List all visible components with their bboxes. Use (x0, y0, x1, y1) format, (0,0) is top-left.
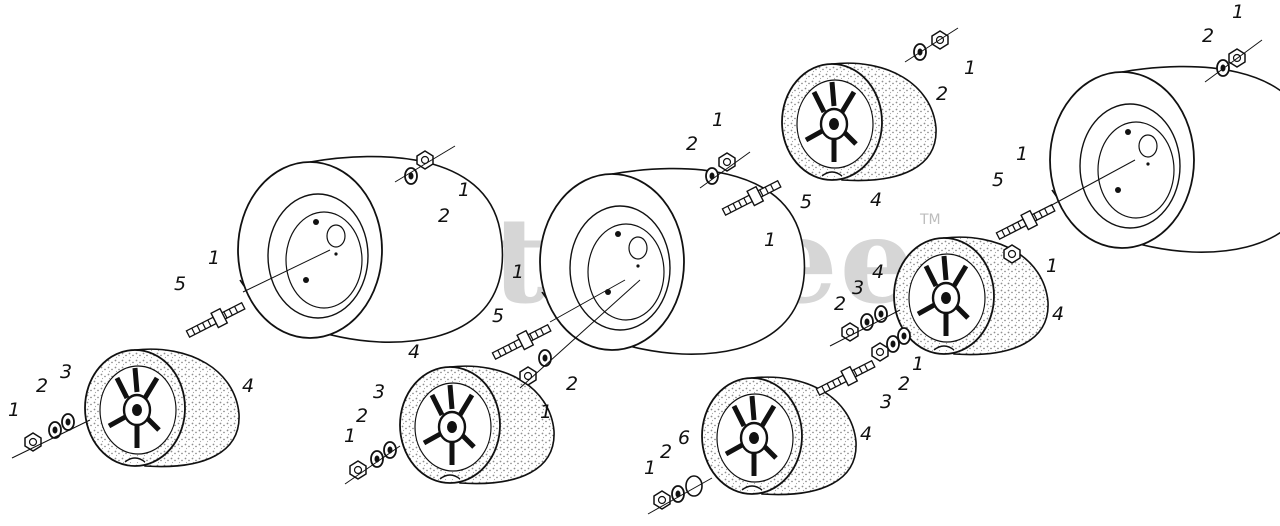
callout-label: 2 (660, 441, 672, 463)
callout-label: 2 (936, 83, 948, 105)
callout-label: 1 (712, 109, 724, 131)
callout-label: 1 (964, 57, 976, 79)
weight-bottom (702, 377, 856, 494)
nut-middle-bottom (349, 460, 367, 480)
callout-label: 1 (1232, 1, 1244, 23)
leader-line (829, 309, 901, 347)
callout-label: 5 (492, 305, 504, 327)
leader-line (242, 249, 331, 293)
washer-right-stud-flat (897, 327, 911, 345)
leader-line (904, 27, 959, 63)
callout-label: 2 (834, 293, 846, 315)
bolt-bottom (813, 356, 878, 400)
callout-label: 1 (1046, 255, 1058, 277)
callout-label: 4 (242, 375, 254, 397)
callout-label: 1 (458, 179, 470, 201)
leader-line (549, 279, 626, 323)
tire-middle (539, 167, 806, 356)
callout-label: 4 (408, 341, 420, 363)
callout-label: 3 (373, 381, 385, 403)
callout-label: 2 (566, 373, 578, 395)
callout-label: 2 (356, 405, 368, 427)
callout-label: 5 (992, 169, 1004, 191)
callout-label: 4 (860, 423, 872, 445)
callout-label: 5 (800, 191, 812, 213)
callout-label: 5 (174, 273, 186, 295)
callout-label: 2 (1202, 25, 1214, 47)
callout-label: 3 (880, 391, 892, 413)
callout-label: 1 (8, 399, 20, 421)
washer-right-top (1216, 59, 1230, 77)
callout-label: 1 (644, 457, 656, 479)
callout-label: 2 (898, 373, 910, 395)
leader-line (394, 145, 456, 183)
callout-label: 4 (872, 261, 884, 283)
callout-label: 1 (208, 247, 220, 269)
leader-line (344, 445, 401, 485)
leader-line (1204, 39, 1263, 83)
callout-label: 1 (344, 425, 356, 447)
washer-bottom-flat (685, 475, 703, 497)
leader-line (519, 279, 641, 389)
leader-line (699, 151, 751, 189)
bolt-right (993, 200, 1058, 244)
callout-label: 3 (60, 361, 72, 383)
washer-left-outer (48, 421, 62, 439)
leader-line (1049, 159, 1136, 207)
watermark-trademark: TM (919, 212, 941, 228)
callout-label: 2 (36, 375, 48, 397)
callout-label: 6 (678, 427, 690, 449)
weight-top (782, 63, 936, 180)
washer-middle-low (538, 349, 552, 367)
callout-label: 1 (912, 353, 924, 375)
weight-right (894, 237, 1048, 354)
tire-right (1049, 65, 1280, 254)
washer-right-stud (886, 335, 900, 353)
nut-right-mid (1003, 244, 1021, 264)
nut-right-stud (871, 342, 889, 362)
washer-left-flat (61, 413, 75, 431)
callout-label: 4 (1052, 303, 1064, 325)
callout-label: 2 (438, 205, 450, 227)
nut-left-top (416, 150, 434, 170)
leader-line (647, 477, 713, 515)
leader-line (11, 419, 91, 459)
bolt-left (183, 298, 248, 342)
callout-label: 2 (686, 133, 698, 155)
washer-right-left (860, 313, 874, 331)
callout-label: 1 (512, 261, 524, 283)
callout-label: 1 (540, 401, 552, 423)
callout-label: 1 (1016, 143, 1028, 165)
callout-label: 1 (764, 229, 776, 251)
callout-label: 3 (852, 277, 864, 299)
weight-left (85, 349, 239, 466)
callout-label: 4 (870, 189, 882, 211)
